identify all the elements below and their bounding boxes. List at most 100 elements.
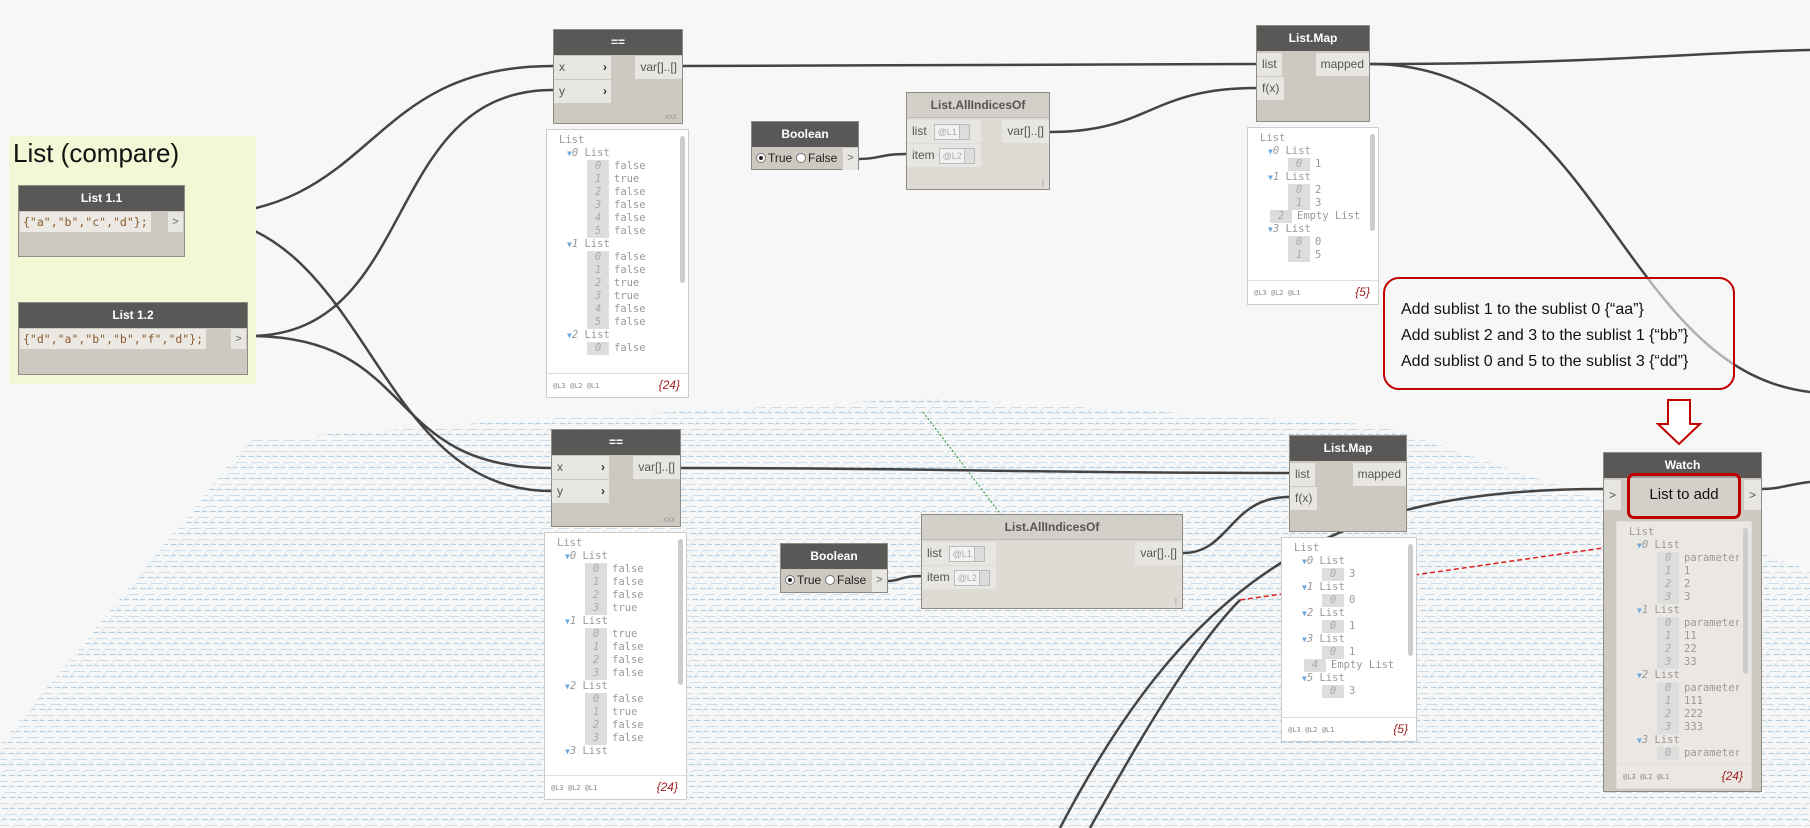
tree-sublist[interactable]: ▼0 List (545, 550, 674, 563)
wire-top-map-out[interactable] (1369, 48, 1810, 66)
tree-view[interactable]: List▼0 List0parameter1112233▼1 List0para… (1617, 526, 1739, 764)
output-port[interactable]: > (871, 570, 887, 592)
input-port-x[interactable]: x› (554, 56, 611, 79)
radio-false[interactable]: False (796, 151, 837, 165)
scrollbar[interactable] (1370, 134, 1375, 231)
equals-node-top[interactable]: == x› y› var[]..[] xxx (553, 29, 683, 124)
input-port-y[interactable]: y› (554, 80, 611, 103)
tree-sublist[interactable]: ▼3 List (1248, 223, 1366, 236)
input-port-list[interactable]: list (1290, 463, 1315, 486)
list-map-node-top[interactable]: List.Map list f(x) mapped (1256, 25, 1370, 122)
wire-top-bool-to-aio[interactable] (858, 152, 907, 161)
collapse-triangle-icon[interactable]: ▼ (1302, 557, 1307, 566)
input-port-list[interactable]: list@L1 (907, 120, 981, 143)
code-block-list-1-1[interactable]: List 1.1 {"a","b","c","d"}; > (18, 185, 185, 257)
tree-sublist[interactable]: ▼1 List (1282, 581, 1404, 594)
scrollbar[interactable] (678, 539, 683, 686)
scrollbar[interactable] (1408, 544, 1413, 656)
list-level-spinner[interactable]: @L2 (953, 569, 990, 586)
input-port-y[interactable]: y› (552, 480, 609, 503)
wire-bottom-eq-to-map[interactable] (680, 466, 1290, 475)
tree-sublist[interactable]: ▼0 List (1282, 555, 1404, 568)
tree-sublist[interactable]: ▼2 List (547, 329, 676, 342)
collapse-triangle-icon[interactable]: ▼ (1302, 609, 1307, 618)
input-port-item[interactable]: item@L2 (907, 144, 981, 167)
wire-list11-to-top-eq-x[interactable] (186, 64, 554, 218)
tree-sublist[interactable]: ▼3 List (1282, 633, 1404, 646)
collapse-triangle-icon[interactable]: ▼ (1302, 674, 1307, 683)
collapse-triangle-icon[interactable]: ▼ (565, 617, 570, 626)
input-port-fx[interactable]: f(x) (1290, 487, 1318, 510)
wire-lower-curve[interactable] (1088, 599, 1241, 828)
output-port[interactable]: mapped (1352, 463, 1406, 486)
allindicesof-node-bottom[interactable]: List.AllIndicesOf list@L1 item@L2 var[].… (921, 514, 1183, 609)
tree-sublist[interactable]: ▼0 List (547, 147, 676, 160)
collapse-triangle-icon[interactable]: ▼ (1302, 635, 1307, 644)
wire-top-eq-to-map[interactable] (681, 62, 1257, 68)
wire-list12-to-bottom-eq-x[interactable] (248, 334, 552, 470)
collapse-triangle-icon[interactable]: ▼ (1268, 147, 1273, 156)
tree-sublist[interactable]: ▼3 List (1617, 734, 1739, 747)
wire-bottom-bool-to-aio[interactable] (887, 574, 922, 583)
output-port[interactable]: var[]..[] (1135, 542, 1182, 565)
tree-sublist[interactable]: ▼0 List (1617, 539, 1739, 552)
tree-sublist[interactable]: ▼1 List (1248, 171, 1366, 184)
scrollbar[interactable] (1743, 528, 1748, 675)
output-port[interactable]: var[]..[] (1002, 120, 1049, 143)
collapse-triangle-icon[interactable]: ▼ (1637, 541, 1642, 550)
collapse-triangle-icon[interactable]: ▼ (567, 331, 572, 340)
list-level-spinner[interactable]: @L1 (933, 123, 970, 140)
tree-sublist[interactable]: ▼2 List (1282, 607, 1404, 620)
output-port[interactable]: mapped (1315, 53, 1369, 76)
input-port-fx[interactable]: f(x) (1257, 77, 1285, 100)
input-port-list[interactable]: list@L1 (922, 542, 996, 565)
wire-list12-to-top-eq-y[interactable] (248, 88, 554, 338)
boolean-node-bottom[interactable]: Boolean True False > (780, 543, 888, 593)
radio-true[interactable]: True (756, 151, 792, 165)
allindicesof-node-top[interactable]: List.AllIndicesOf list@L1 item@L2 var[].… (906, 92, 1050, 190)
tree-sublist[interactable]: ▼3 List (545, 745, 674, 758)
input-port[interactable]: > (1604, 480, 1622, 510)
tree-sublist[interactable]: ▼1 List (545, 615, 674, 628)
equals-node-bottom[interactable]: == x› y› var[]..[] xxx (551, 429, 681, 527)
output-port[interactable]: > (1743, 480, 1761, 510)
output-port[interactable]: > (167, 212, 183, 232)
collapse-triangle-icon[interactable]: ▼ (1302, 583, 1307, 592)
collapse-triangle-icon[interactable]: ▼ (567, 149, 572, 158)
collapse-triangle-icon[interactable]: ▼ (565, 682, 570, 691)
tree-sublist[interactable]: ▼2 List (1617, 669, 1739, 682)
collapse-triangle-icon[interactable]: ▼ (567, 240, 572, 249)
code-editor[interactable]: {"a","b","c","d"}; (20, 212, 151, 232)
radio-false[interactable]: False (825, 573, 866, 587)
output-port[interactable]: var[]..[] (635, 56, 682, 79)
collapse-triangle-icon[interactable]: ▼ (565, 552, 570, 561)
collapse-triangle-icon[interactable]: ▼ (1637, 606, 1642, 615)
boolean-node-top[interactable]: Boolean True False > (751, 121, 859, 170)
input-port-item[interactable]: item@L2 (922, 566, 996, 589)
tree-sublist[interactable]: ▼0 List (1248, 145, 1366, 158)
collapse-triangle-icon[interactable]: ▼ (1637, 671, 1642, 680)
output-port[interactable]: > (230, 329, 246, 349)
collapse-triangle-icon[interactable]: ▼ (1637, 736, 1642, 745)
wire-watch-out[interactable] (1761, 480, 1810, 491)
tree-sublist[interactable]: ▼1 List (1617, 604, 1739, 617)
tree-sublist[interactable]: ▼5 List (1282, 672, 1404, 685)
output-port[interactable]: > (842, 148, 858, 170)
code-block-list-1-2[interactable]: List 1.2 {"d","a","b","b","f","d"}; > (18, 302, 248, 375)
tree-sublist[interactable]: ▼1 List (547, 238, 676, 251)
wire-top-map-down[interactable] (1369, 62, 1810, 394)
list-map-node-bottom[interactable]: List.Map list f(x) mapped (1289, 435, 1407, 532)
collapse-triangle-icon[interactable]: ▼ (1268, 225, 1273, 234)
radio-true[interactable]: True (785, 573, 821, 587)
collapse-triangle-icon[interactable]: ▼ (1268, 173, 1273, 182)
wire-bottom-aio-to-map[interactable] (1182, 495, 1290, 555)
